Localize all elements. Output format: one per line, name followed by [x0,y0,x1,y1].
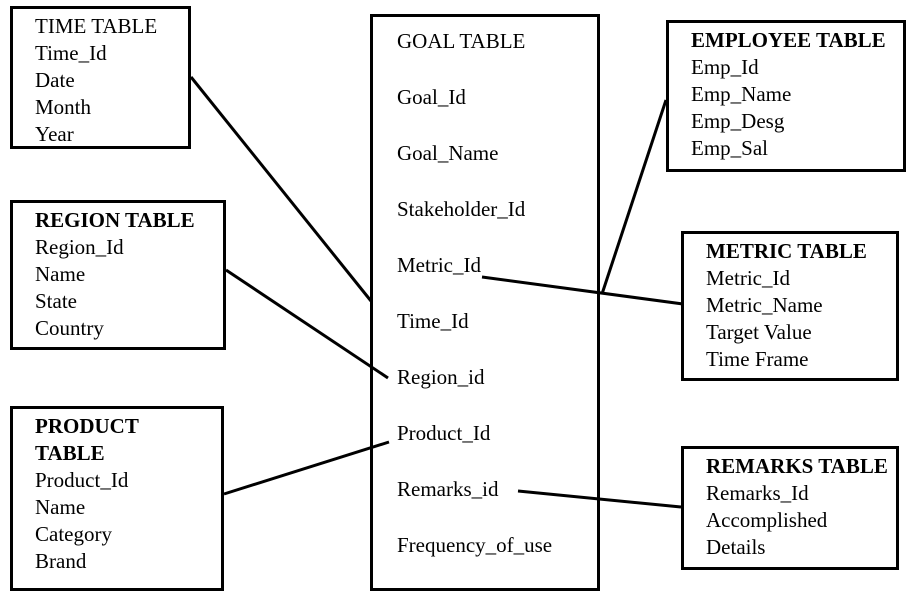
entity-remarks-table[interactable]: REMARKS TABLE Remarks_Id Accomplished De… [681,446,899,570]
entity-field: Country [35,316,104,340]
entity-field: Date [35,68,75,92]
entity-field: Details [706,535,766,559]
entity-field: Year [35,122,74,146]
connector-product-goal [223,440,390,496]
entity-field: Time Frame [706,347,809,371]
entity-region-table[interactable]: REGION TABLE Region_Id Name State Countr… [10,200,226,350]
entity-field: Time_Id [35,41,107,65]
entity-field: Goal_Id [397,85,466,109]
entity-field: Emp_Name [691,82,792,106]
entity-field: Stakeholder_Id [397,197,526,221]
connector-goal-employee [600,99,668,295]
entity-field: Name [35,262,86,286]
entity-metric-table[interactable]: METRIC TABLE Metric_Id Metric_Name Targe… [681,231,899,381]
entity-field: Remarks_id [397,477,499,501]
entity-field: Remarks_Id [706,481,809,505]
entity-employee-table[interactable]: EMPLOYEE TABLE Emp_Id Emp_Name Emp_Desg … [666,20,906,172]
entity-field: State [35,289,77,313]
entity-field: Metric_Id [397,253,481,277]
entity-title: REGION TABLE [35,208,195,232]
entity-field: Category [35,522,112,546]
entity-field: Accomplished [706,508,828,532]
entity-field: Name [35,495,86,519]
entity-field: Month [35,95,92,119]
entity-goal-table[interactable]: GOAL TABLE Goal_Id Goal_Name Stakeholder… [370,14,600,591]
entity-product-table[interactable]: PRODUCT TABLE Product_Id Name Category B… [10,406,224,591]
entity-title: TIME TABLE [35,14,158,38]
entity-field: Metric_Id [706,266,790,290]
entity-time-table[interactable]: TIME TABLE Time_Id Date Month Year [10,6,191,149]
entity-field: Metric_Name [706,293,823,317]
entity-field: Frequency_of_use [397,533,553,557]
entity-title: PRODUCT TABLE [35,414,139,465]
entity-field: Region_Id [35,235,124,259]
entity-title: EMPLOYEE TABLE [691,28,886,52]
entity-title: GOAL TABLE [397,29,526,53]
entity-field: Emp_Id [691,55,759,79]
entity-field: Product_Id [35,468,129,492]
entity-field: Product_Id [397,421,491,445]
entity-field: Brand [35,549,87,573]
entity-title: REMARKS TABLE [706,454,888,478]
connector-region-goal [225,268,389,380]
entity-field: Region_id [397,365,485,389]
entity-field: Goal_Name [397,141,499,165]
entity-field: Emp_Sal [691,136,768,160]
entity-field: Emp_Desg [691,109,785,133]
entity-field: Time_Id [397,309,469,333]
entity-field: Target Value [706,320,812,344]
entity-title: METRIC TABLE [706,239,867,263]
